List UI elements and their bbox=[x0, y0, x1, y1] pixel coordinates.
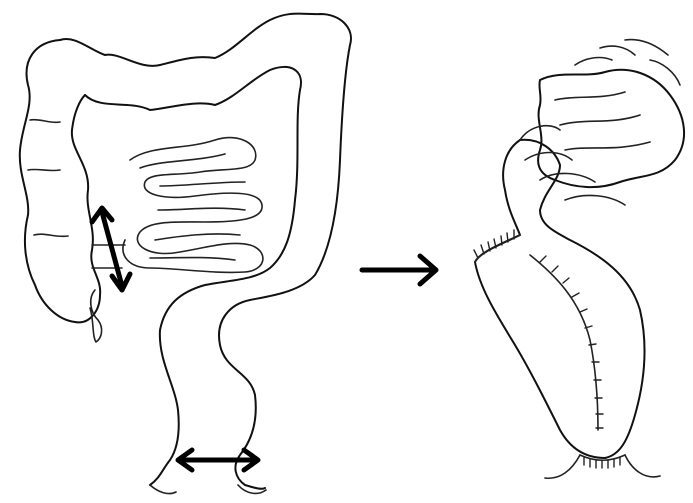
haustra-left bbox=[28, 120, 68, 237]
frayed-end-top bbox=[575, 40, 680, 85]
resection-arrow-distal bbox=[178, 450, 258, 470]
small-bowel-loops-right bbox=[520, 126, 625, 205]
small-intestine-loops bbox=[123, 138, 263, 273]
staple-line bbox=[530, 255, 598, 430]
colon-after-panel bbox=[474, 40, 684, 479]
large-intestine-outer bbox=[60, 14, 351, 489]
anastomosis-stitches bbox=[474, 230, 514, 258]
transition-arrow-icon bbox=[362, 256, 436, 284]
transverse-haustra bbox=[555, 92, 650, 150]
ascending-colon bbox=[20, 40, 100, 322]
colon-before-panel bbox=[20, 14, 351, 494]
terminal-ileum bbox=[92, 245, 125, 268]
staple-marks bbox=[540, 256, 603, 428]
